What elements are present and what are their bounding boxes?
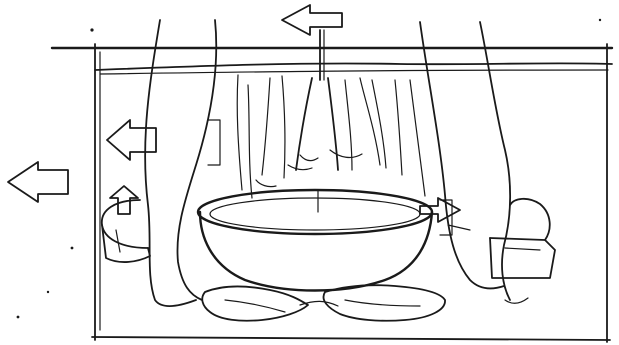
left-arrow-icon [107,120,156,160]
left-curtain [145,20,252,306]
right-inward-arrow-icon [420,198,470,230]
side-brackets [208,120,452,235]
left-swirl [102,200,150,262]
room-frame [92,44,610,342]
basin [198,190,432,291]
top-arrow-icon [282,5,342,35]
ceiling-lines [52,48,612,74]
hanging-elements [256,30,402,187]
far-left-arrow-icon [8,162,68,202]
right-swirl [490,199,555,278]
